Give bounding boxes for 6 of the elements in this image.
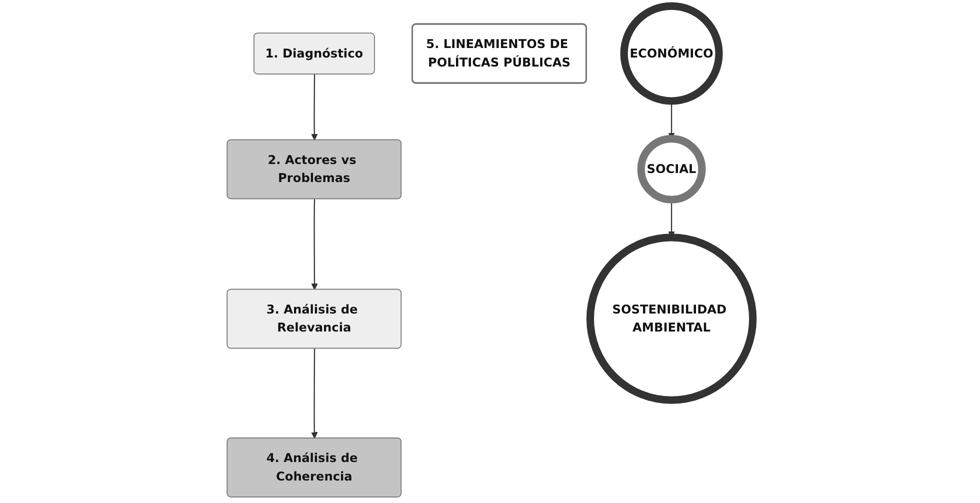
node-circle: ECONÓMICO bbox=[620, 2, 723, 105]
arrow bbox=[311, 199, 318, 290]
node-circle: SOCIAL bbox=[637, 135, 706, 204]
arrow bbox=[311, 74, 318, 140]
node-circle: SOSTENIBILIDAD AMBIENTAL bbox=[586, 234, 757, 404]
arrow bbox=[311, 348, 318, 439]
